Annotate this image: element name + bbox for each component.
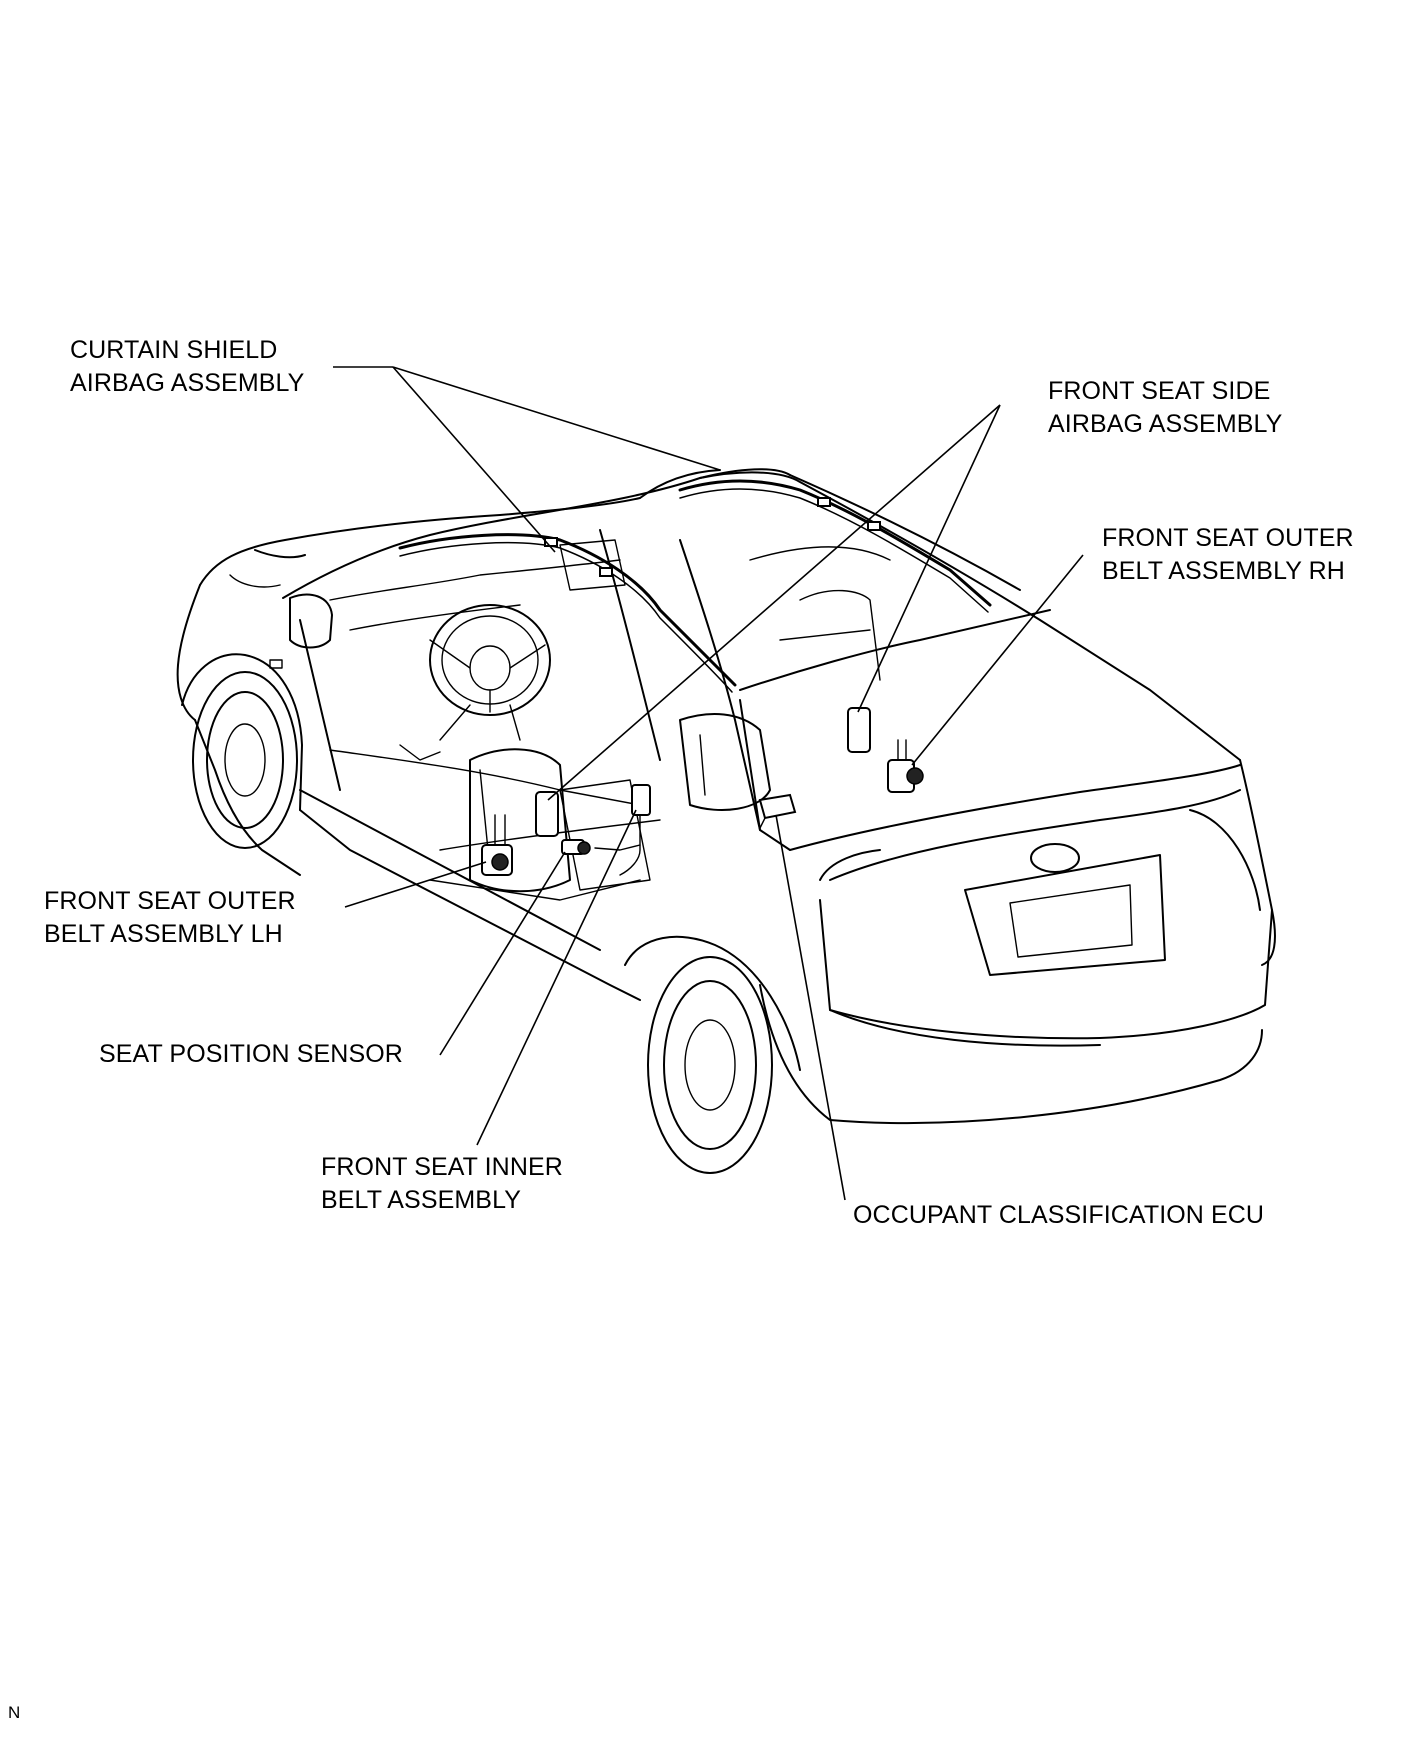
car-interior — [329, 539, 891, 901]
corner-code-mark: N — [8, 1703, 21, 1722]
leader-lines — [333, 366, 1084, 1201]
label-front-seat-outer-belt-lh: FRONT SEAT OUTER BELT ASSEMBLY LH — [44, 887, 296, 948]
car-body — [176, 468, 1276, 1174]
components — [398, 479, 992, 876]
label-front-seat-outer-belt-rh: FRONT SEAT OUTER BELT ASSEMBLY RH — [1102, 524, 1354, 585]
label-occupant-classification-ecu: OCCUPANT CLASSIFICATION ECU — [853, 1201, 1265, 1229]
label-front-seat-inner-belt: FRONT SEAT INNER BELT ASSEMBLY — [321, 1153, 563, 1214]
label-seat-position-sensor: SEAT POSITION SENSOR — [99, 1040, 403, 1068]
label-front-seat-side-airbag: FRONT SEAT SIDE AIRBAG ASSEMBLY — [1048, 377, 1283, 438]
label-curtain-shield-airbag: CURTAIN SHIELD AIRBAG ASSEMBLY — [70, 336, 305, 397]
